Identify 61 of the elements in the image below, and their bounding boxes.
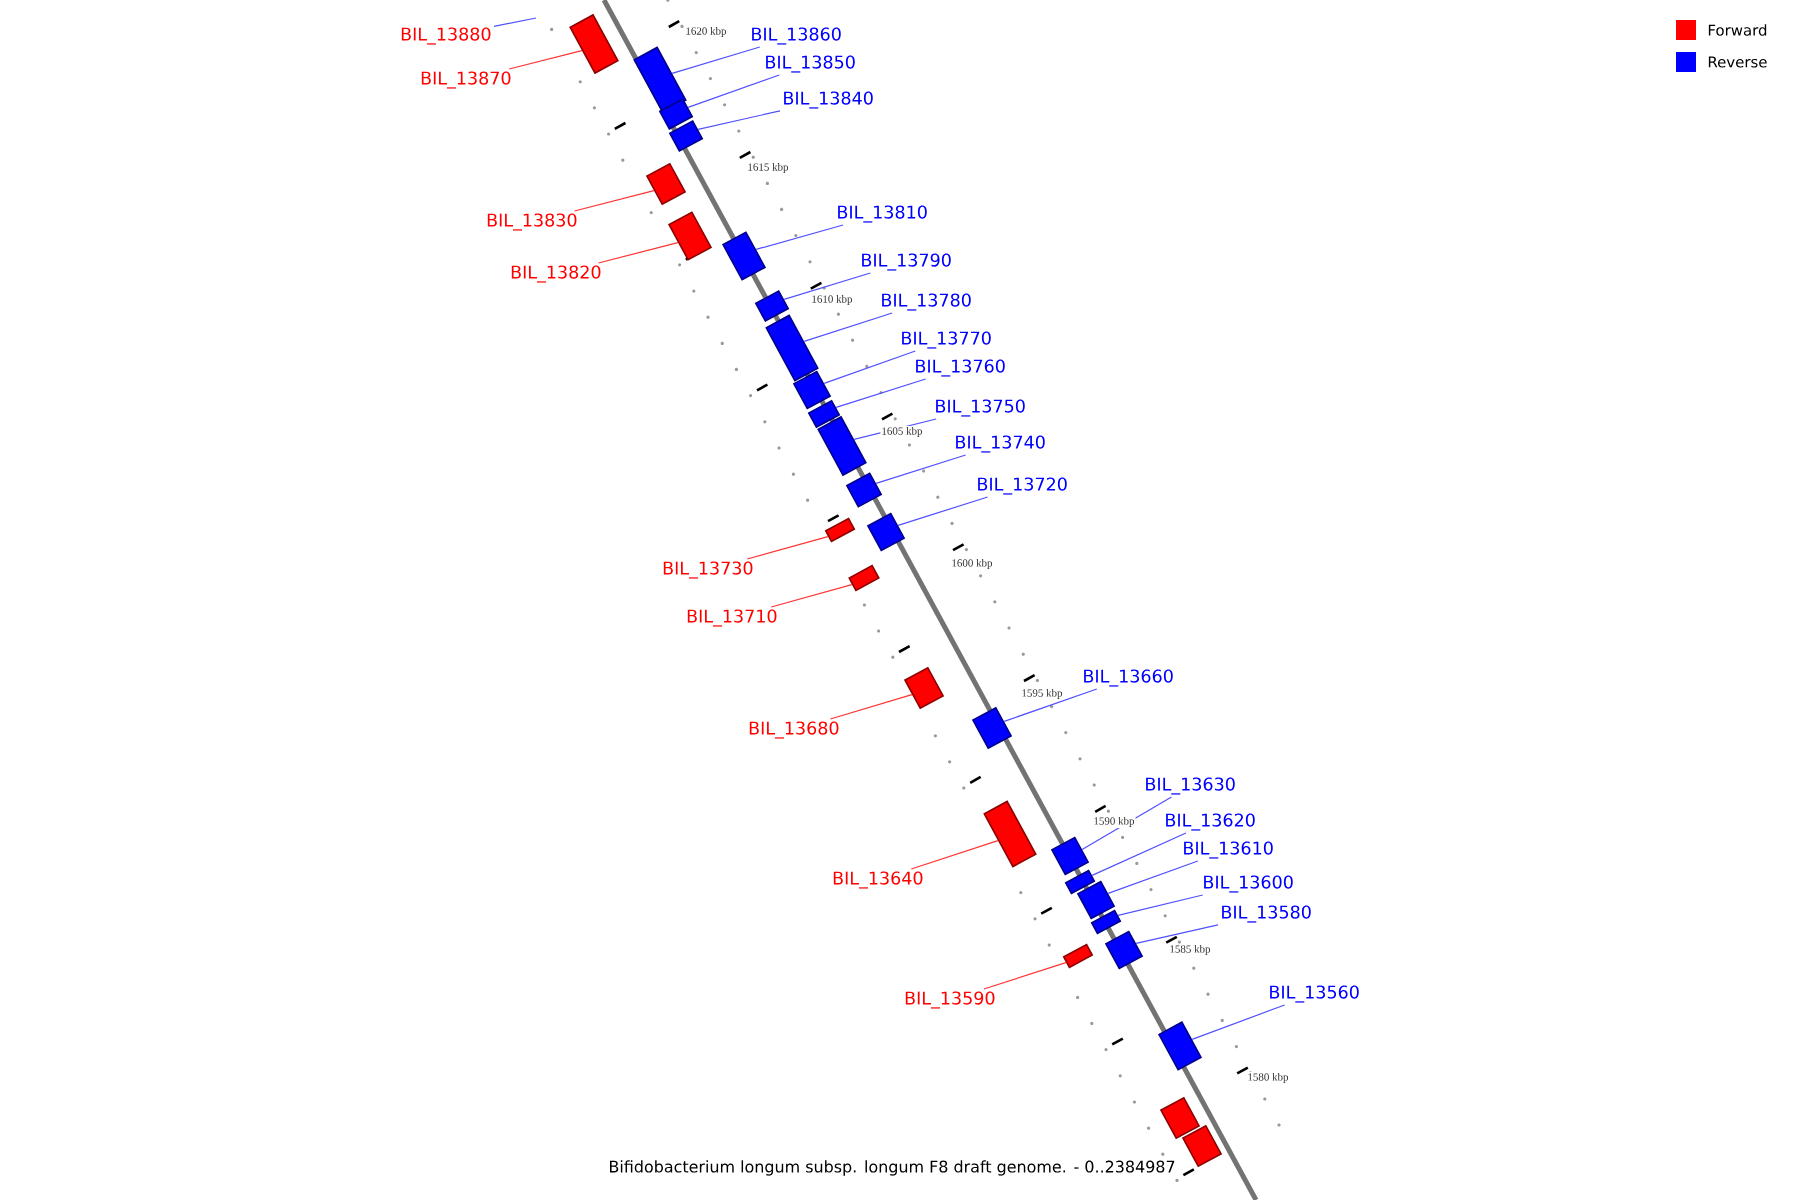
gene-label: BIL_13740	[956, 435, 1045, 453]
leader-line	[829, 693, 913, 720]
gene-label: BIL_13750	[936, 399, 1025, 417]
leader-line	[573, 190, 655, 212]
gene-label: BIL_13640	[833, 871, 923, 889]
gene-label: BIL_13630	[1146, 777, 1235, 795]
leader-line	[1135, 924, 1219, 944]
gene-label: BIL_13620	[1166, 813, 1255, 831]
leader-line	[508, 50, 583, 70]
leader-line	[1117, 894, 1204, 916]
gene-block	[1064, 869, 1096, 895]
leader-line	[1191, 1004, 1286, 1040]
leader-line	[910, 839, 999, 870]
gene-label: BIL_13680	[749, 721, 839, 739]
leader-line	[755, 224, 844, 250]
leader-line	[671, 46, 761, 74]
leader-line	[783, 272, 871, 300]
gene-label: BIL_13720	[978, 477, 1067, 495]
gene-block	[983, 800, 1037, 868]
leader-line	[823, 350, 916, 384]
gene-label: BIL_13860	[752, 27, 841, 45]
leader-line	[770, 583, 853, 608]
gene-label: BIL_13560	[1270, 985, 1359, 1003]
leader-line	[803, 312, 893, 342]
gene-label: BIL_13870	[421, 71, 511, 89]
leader-line	[746, 535, 829, 560]
leader-line	[1107, 860, 1199, 894]
leader-line	[1091, 832, 1187, 876]
gene-block	[807, 399, 841, 429]
leader-line	[875, 454, 967, 484]
leader-line	[983, 961, 1067, 990]
leader-line	[835, 378, 927, 408]
gene-label: BIL_13790	[862, 253, 951, 271]
gene-label: BIL_13580	[1222, 905, 1311, 923]
gene-label: BIL_13710	[687, 609, 777, 627]
gene-block	[848, 564, 880, 592]
gene-label: BIL_13590	[905, 991, 995, 1009]
leader-line	[1081, 796, 1173, 850]
gene-block	[1090, 909, 1122, 935]
gene-label: BIL_13660	[1084, 669, 1173, 687]
gene-label: BIL_13830	[487, 213, 577, 231]
gene-label: BIL_13840	[784, 91, 873, 109]
gene-label: BIL_13760	[916, 359, 1005, 377]
gene-block	[1062, 943, 1094, 969]
leader-line	[1003, 688, 1098, 722]
leader-line	[853, 418, 937, 440]
gene-label: BIL_13730	[663, 561, 753, 579]
gene-label: BIL_13770	[902, 331, 991, 349]
gene-label: BIL_13880	[401, 27, 491, 45]
gene-label: BIL_13850	[766, 55, 855, 73]
leader-line	[597, 242, 679, 264]
gene-label: BIL_13610	[1184, 841, 1273, 859]
gene-label: BIL_13810	[838, 205, 927, 223]
gene-block	[824, 517, 856, 543]
gene-label: BIL_13820	[511, 265, 601, 283]
gene-label: BIL_13600	[1204, 875, 1293, 893]
gene-label: BIL_13780	[882, 293, 971, 311]
leader-line	[687, 74, 780, 108]
leader-line	[493, 17, 537, 27]
leader-line	[897, 496, 989, 526]
leader-line	[697, 110, 781, 130]
